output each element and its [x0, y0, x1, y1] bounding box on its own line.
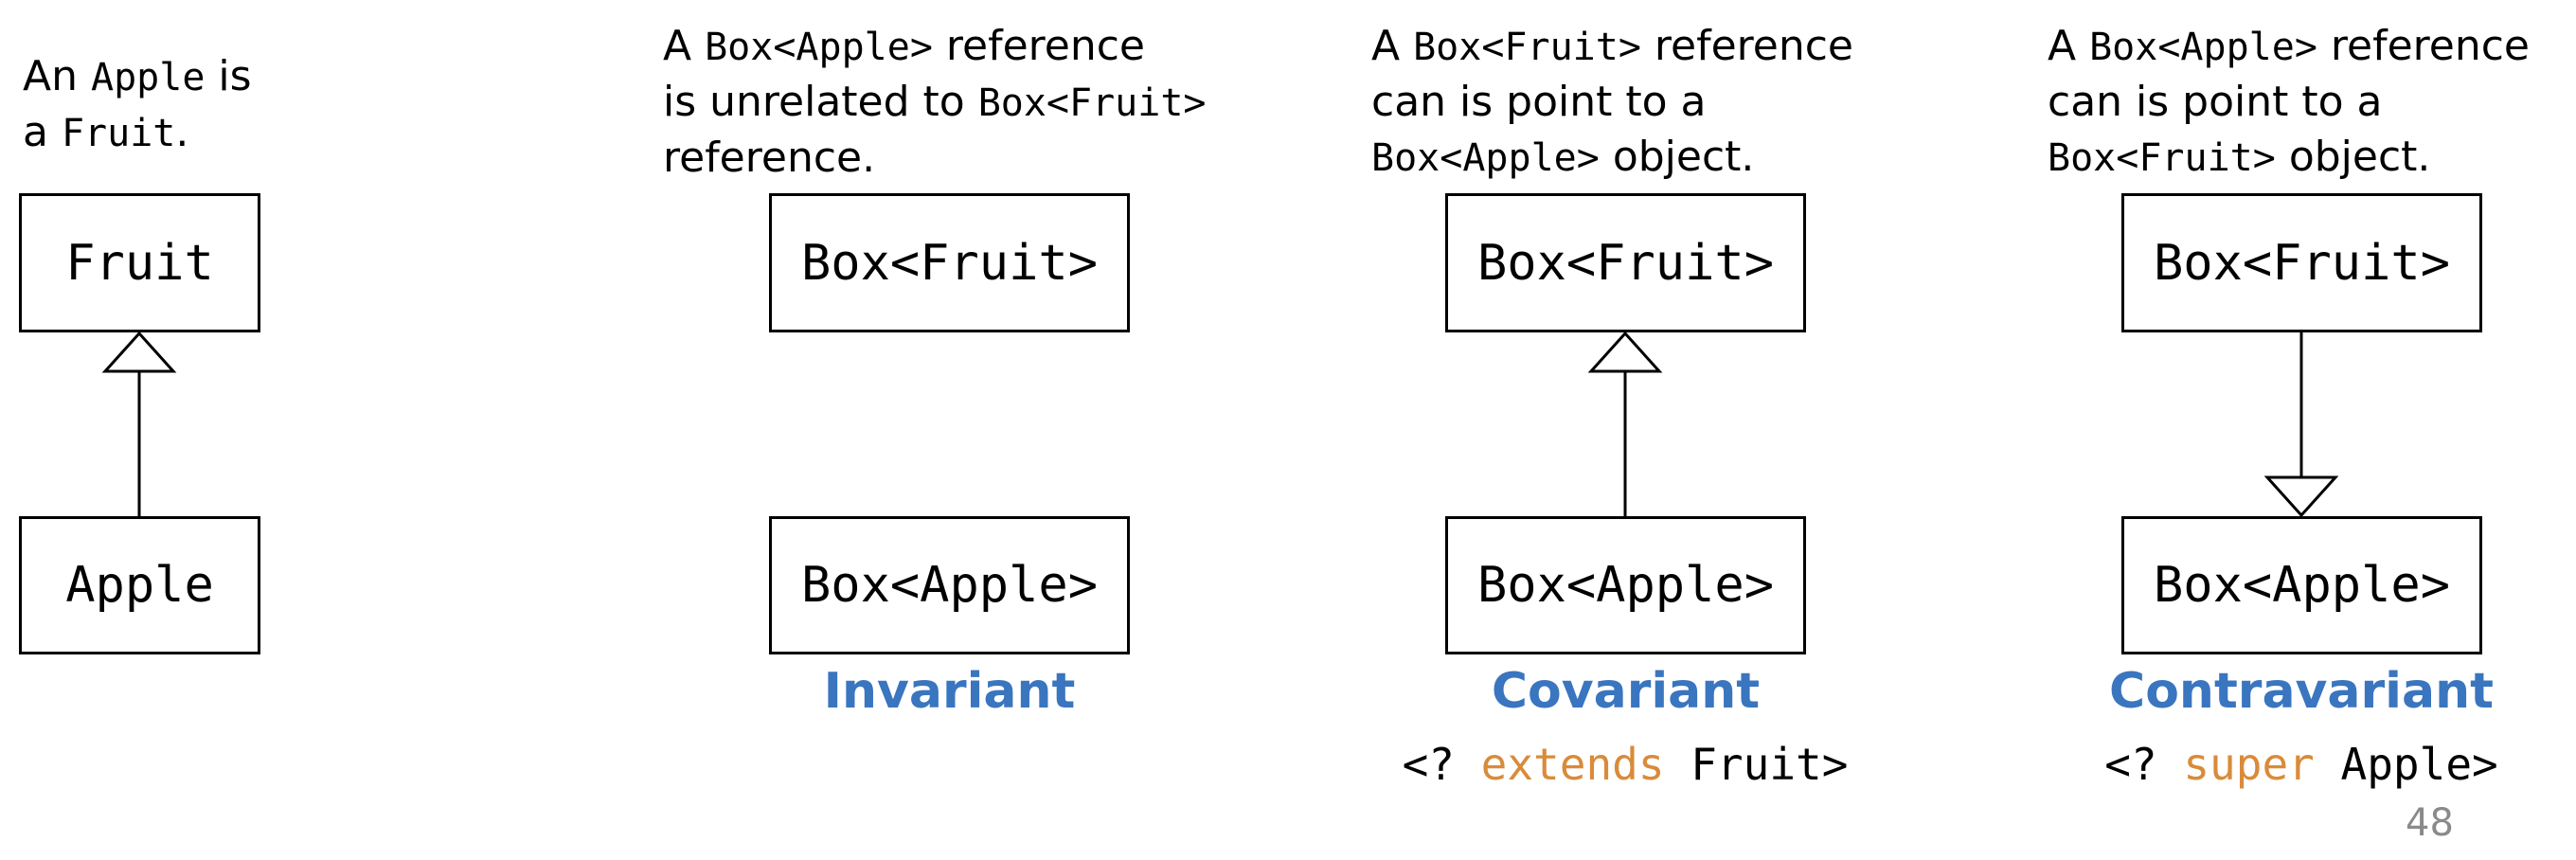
- wildcard-suffix: Apple>: [2314, 739, 2498, 790]
- class-box-apple: Apple: [19, 516, 260, 654]
- text-run: An: [23, 52, 91, 100]
- code-run: Apple: [90, 56, 206, 99]
- wildcard-super: <? super Apple>: [2017, 739, 2576, 790]
- class-box-fruit: Fruit: [19, 193, 260, 332]
- class-box-box-fruit: Box<Fruit>: [1445, 193, 1806, 332]
- code-run: Box<Apple>: [705, 26, 933, 69]
- text-run: reference: [2317, 22, 2531, 70]
- text-run: reference: [1640, 22, 1854, 70]
- inheritance-arrow-apple-fruit: [101, 331, 177, 516]
- text-run: can is point to a: [1371, 78, 1707, 126]
- code-run: Box<Fruit>: [1413, 26, 1641, 69]
- code-run: Box<Apple>: [1371, 136, 1600, 180]
- description-line: A Box<Apple> reference: [663, 19, 1207, 75]
- text-run: a: [23, 108, 62, 156]
- wildcard-keyword: super: [2183, 739, 2315, 790]
- description-line: Box<Fruit> object.: [2048, 130, 2530, 186]
- description-line: reference.: [663, 131, 1207, 186]
- description-line: A Box<Apple> reference: [2048, 19, 2530, 75]
- panel-3-description: A Box<Fruit> reference can is point to a…: [1371, 19, 1853, 186]
- wildcard-keyword: extends: [1480, 739, 1665, 790]
- variance-label-contravariant: Contravariant: [2109, 663, 2494, 720]
- description-line: is unrelated to Box<Fruit>: [663, 75, 1207, 131]
- text-run: A: [1371, 22, 1414, 70]
- text-run: A: [663, 22, 706, 70]
- description-line: a Fruit.: [23, 105, 252, 161]
- description-line: can is point to a: [2048, 75, 2530, 130]
- description-line: can is point to a: [1371, 75, 1853, 130]
- description-line: Box<Apple> object.: [1371, 130, 1853, 186]
- variance-label-invariant: Invariant: [823, 663, 1076, 720]
- panel-1-description: An Apple is a Fruit.: [23, 49, 252, 161]
- code-run: Box<Apple>: [2089, 26, 2317, 69]
- subtype-arrow-contravariant: [2263, 332, 2339, 518]
- subtype-arrow-covariant: [1587, 331, 1663, 516]
- code-run: Box<Fruit>: [2048, 136, 2276, 180]
- text-run: A: [2048, 22, 2090, 70]
- panel-4-description: A Box<Apple> reference can is point to a…: [2048, 19, 2530, 186]
- text-run: reference: [932, 22, 1146, 70]
- text-run: is: [205, 52, 252, 100]
- text-run: reference.: [663, 134, 876, 182]
- code-run: Fruit: [61, 112, 176, 155]
- class-box-box-apple: Box<Apple>: [2121, 516, 2482, 654]
- description-line: An Apple is: [23, 49, 252, 105]
- class-box-box-fruit: Box<Fruit>: [2121, 193, 2482, 332]
- panel-2-description: A Box<Apple> reference is unrelated to B…: [663, 19, 1207, 186]
- variance-label-covariant: Covariant: [1491, 663, 1761, 720]
- code-run: Box<Fruit>: [977, 81, 1207, 125]
- text-run: object.: [2275, 133, 2431, 181]
- page-number: 48: [2406, 801, 2454, 845]
- wildcard-extends: <? extends Fruit>: [1341, 739, 1909, 790]
- text-run: .: [175, 108, 189, 156]
- class-box-box-fruit: Box<Fruit>: [769, 193, 1130, 332]
- wildcard-prefix: <?: [2104, 739, 2184, 790]
- text-run: object.: [1599, 133, 1755, 181]
- text-run: is unrelated to: [663, 78, 978, 126]
- wildcard-prefix: <?: [1402, 739, 1481, 790]
- text-run: can is point to a: [2048, 78, 2383, 126]
- wildcard-suffix: Fruit>: [1664, 739, 1849, 790]
- class-box-box-apple: Box<Apple>: [1445, 516, 1806, 654]
- class-box-box-apple: Box<Apple>: [769, 516, 1130, 654]
- description-line: A Box<Fruit> reference: [1371, 19, 1853, 75]
